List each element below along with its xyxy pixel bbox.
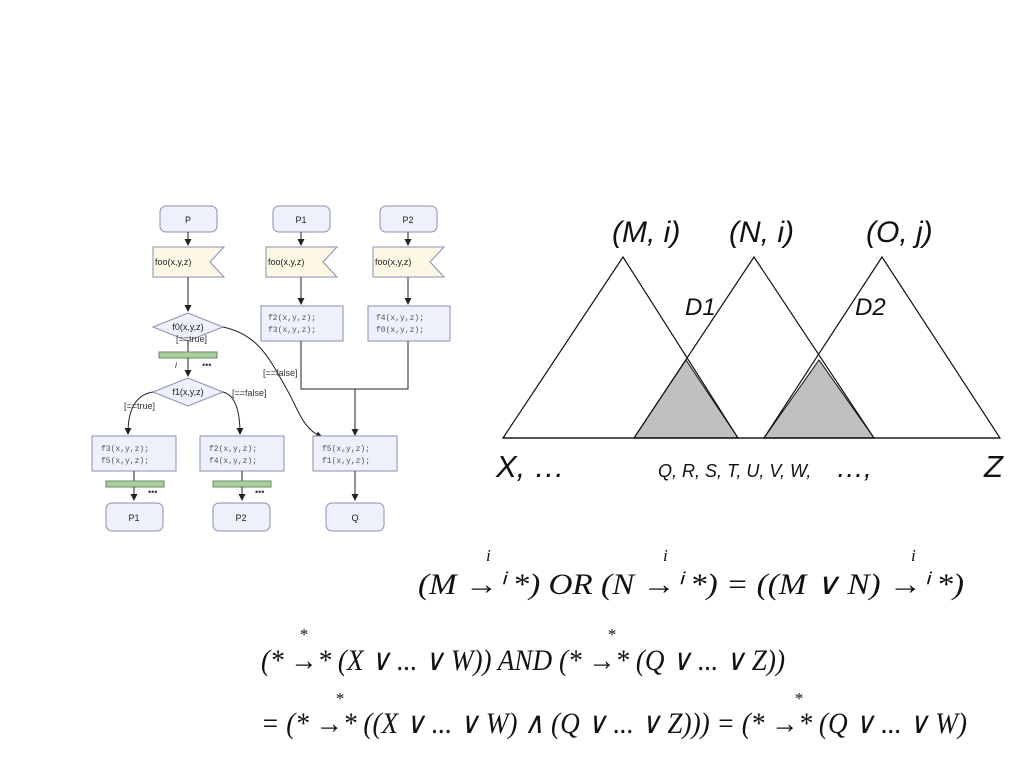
code-block-p1 bbox=[260, 305, 344, 342]
start-label-p2: P2 bbox=[402, 215, 413, 225]
formula3-sup-1: * bbox=[335, 689, 344, 708]
call-label-1: foo(x,y,z) bbox=[155, 257, 191, 267]
overlap-label-d1: D1 bbox=[685, 294, 716, 321]
overlap-label-d2: D2 bbox=[855, 294, 886, 321]
fork-ellipsis-3: ••• bbox=[255, 487, 264, 497]
formula2-sup-1: * bbox=[299, 625, 308, 644]
end-node-q bbox=[325, 502, 385, 532]
formula-line-3: = (* →* ((X ∨ ... ∨ W) ∧ (Q ∨ ... ∨ Z)))… bbox=[261, 707, 967, 740]
formula1-sup-3: i bbox=[911, 546, 916, 565]
guard0-false: [==false] bbox=[263, 368, 298, 378]
code-b-line2: f4(x,y,z); bbox=[209, 457, 257, 466]
code-block-p2 bbox=[367, 305, 451, 342]
code-p2-line2: f0(x,y,z); bbox=[376, 326, 424, 335]
code-p1-line2: f3(x,y,z); bbox=[268, 326, 316, 335]
call-node-3 bbox=[372, 246, 446, 278]
fork-label: i bbox=[175, 360, 178, 370]
formula3-sup-2: * bbox=[794, 689, 803, 708]
formulas: (M →ⁱ *) OR (N →ⁱ *) = ((M ∨ N) →ⁱ *) i … bbox=[261, 546, 967, 740]
fork-bar-1 bbox=[158, 351, 218, 359]
decision-label-0: f0(x,y,z) bbox=[172, 322, 203, 332]
tree-label-n: (N, i) bbox=[729, 216, 794, 249]
code-block-a bbox=[91, 435, 177, 472]
leaf-label-ellipsis: …, bbox=[836, 452, 872, 483]
formula1-sup-1: i bbox=[486, 546, 491, 565]
leaf-label-right: Z bbox=[983, 449, 1004, 484]
start-label-p1: P1 bbox=[295, 215, 306, 225]
start-label-p: P bbox=[185, 215, 191, 225]
guard0-true: [==true] bbox=[176, 334, 207, 344]
call-node-2 bbox=[265, 246, 339, 278]
tree-label-m: (M, i) bbox=[612, 216, 680, 249]
call-label-3: foo(x,y,z) bbox=[375, 257, 411, 267]
guard1-true: [==true] bbox=[124, 401, 155, 411]
code-p2-line1: f4(x,y,z); bbox=[376, 314, 424, 323]
formula-line-1: (M →ⁱ *) OR (N →ⁱ *) = ((M ∨ N) →ⁱ *) bbox=[418, 568, 964, 601]
leaf-label-left: X, … bbox=[495, 449, 565, 484]
end-label-q: Q bbox=[351, 513, 358, 523]
decision-label-1: f1(x,y,z) bbox=[172, 387, 203, 397]
code-block-c bbox=[312, 435, 398, 472]
end-node-p2 bbox=[212, 502, 271, 532]
overlap-region-d1 bbox=[633, 359, 739, 439]
formula-line-2: (* →* (X ∨ ... ∨ W)) AND (* →* (Q ∨ ... … bbox=[261, 644, 785, 677]
overlap-region-d2 bbox=[763, 359, 875, 439]
code-b-line1: f2(x,y,z); bbox=[209, 445, 257, 454]
formula1-sup-2: i bbox=[663, 546, 668, 565]
end-label-p2: P2 bbox=[235, 513, 246, 523]
tree-label-o: (O, j) bbox=[866, 216, 933, 249]
call-node-1 bbox=[152, 246, 226, 278]
code-a-line1: f3(x,y,z); bbox=[101, 445, 149, 454]
code-c-line2: f1(x,y,z); bbox=[322, 457, 370, 466]
code-block-b bbox=[199, 435, 285, 472]
fork-ellipsis-1: ••• bbox=[202, 360, 211, 370]
end-node-p1 bbox=[105, 502, 164, 532]
formula2-sup-2: * bbox=[607, 625, 616, 644]
code-a-line2: f5(x,y,z); bbox=[101, 457, 149, 466]
guard1-false: [==false] bbox=[232, 388, 267, 398]
code-p1-line1: f2(x,y,z); bbox=[268, 314, 316, 323]
tree-diagram: (M, i) (N, i) (O, j) D1 D2 X, … Q, R, S,… bbox=[495, 216, 1004, 484]
fork-ellipsis-2: ••• bbox=[148, 487, 157, 497]
fork-bar-2 bbox=[105, 480, 165, 488]
flowchart: P P1 P2 foo(x,y,z) foo(x,y,z) foo(x,y,z)… bbox=[91, 205, 451, 532]
leaf-label-middle: Q, R, S, T, U, V, W, bbox=[658, 461, 811, 481]
call-label-2: foo(x,y,z) bbox=[268, 257, 304, 267]
end-label-p1: P1 bbox=[128, 513, 139, 523]
code-c-line1: f5(x,y,z); bbox=[322, 445, 370, 454]
